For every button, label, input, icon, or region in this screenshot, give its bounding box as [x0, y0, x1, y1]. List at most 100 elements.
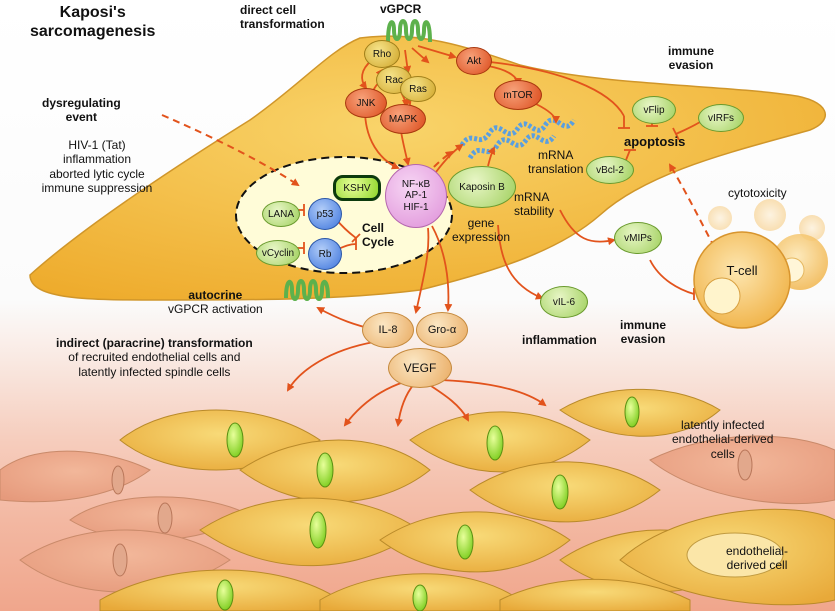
stability-line1: mRNA — [514, 190, 550, 204]
spindle-cell — [559, 388, 721, 437]
spindle-cells-layer — [0, 388, 835, 611]
rac-label: Rac — [385, 74, 403, 86]
mrna-translation-label: mRNA translation — [528, 148, 583, 177]
immune-top-line1: immune — [668, 44, 715, 58]
autocrine-label: autocrine vGPCR activation — [168, 288, 263, 317]
p53-label: p53 — [316, 208, 334, 220]
endo-line2: derived cell — [726, 558, 788, 573]
cause-item: immune suppression — [41, 181, 153, 196]
vcyclin-label: vCyclin — [261, 247, 295, 259]
virfs-node: vIRFs — [698, 104, 744, 132]
vflip-node: vFlip — [632, 96, 676, 124]
indirect-line3: latently infected spindle cells — [78, 364, 231, 379]
title-line2: sarcomagenesis — [30, 23, 156, 41]
p53-node: p53 — [308, 198, 342, 230]
spindle-cell — [0, 450, 151, 503]
dysregulating-event-label: dysregulating event — [42, 96, 121, 125]
ras-label: Ras — [409, 83, 427, 95]
mapk-node: MAPK — [380, 104, 426, 134]
rb-label: Rb — [318, 248, 332, 260]
rb-node: Rb — [308, 238, 342, 270]
autocrine-line1: autocrine — [188, 288, 243, 302]
causes-list: HIV-1 (Tat) inflammation aborted lytic c… — [22, 138, 172, 196]
il8-label: IL-8 — [378, 324, 398, 336]
vbcl2-node: vBcl-2 — [586, 156, 634, 184]
direct-line1: direct cell — [240, 3, 297, 17]
ras-node: Ras — [400, 76, 436, 102]
endothelial-derived-cell — [619, 508, 835, 606]
spindle-cell — [469, 461, 661, 523]
mrna-coil — [467, 133, 557, 160]
vcyclin-node: vCyclin — [256, 240, 300, 266]
hif1-label: HIF-1 — [403, 201, 429, 213]
indirect-line2: of recruited endothelial cells and — [68, 350, 241, 365]
immune-bottom-line1: immune — [620, 318, 667, 332]
immune-top-line2: evasion — [668, 58, 714, 73]
rho-label: Rho — [372, 48, 392, 60]
vegf-label: VEGF — [403, 361, 437, 375]
inflammation-label: inflammation — [522, 333, 597, 347]
cell-cycle-line2: Cycle — [362, 235, 395, 250]
kaposin-b-label: Kaposin B — [459, 181, 505, 193]
cause-item: aborted lytic cycle — [49, 166, 145, 181]
t-cell-label-wrap: T-cell — [712, 258, 772, 282]
mtor-node: mTOR — [494, 80, 542, 110]
vmips-label: vMIPs — [624, 232, 652, 244]
ap1-label: AP-1 — [404, 190, 428, 202]
t-cell — [693, 231, 791, 329]
cell-cycle-label: Cell Cycle — [362, 221, 394, 250]
latently-infected-label: latently infected endothelial-derived ce… — [672, 418, 773, 461]
gene-expression-label: gene expression — [452, 216, 510, 245]
nfkb-label: NF-κB — [401, 178, 431, 190]
spindle-cell — [239, 439, 431, 503]
latent-line1: latently infected — [681, 418, 765, 432]
stability-line2: stability — [514, 204, 555, 219]
translation-line2: translation — [528, 162, 584, 177]
kshv-label: KSHV — [343, 182, 371, 194]
autocrine-line2: vGPCR activation — [168, 302, 263, 317]
t-cell-label: T-cell — [726, 262, 758, 278]
cytotoxicity-label: cytotoxicity — [728, 186, 787, 200]
vil6-node: vIL-6 — [540, 286, 588, 318]
gro-alpha-label: Gro-α — [427, 324, 457, 336]
vflip-label: vFlip — [643, 104, 665, 116]
nfkb-ap1-hif1-node: NF-κB AP-1 HIF-1 — [385, 164, 447, 228]
mtor-label: mTOR — [503, 89, 533, 101]
vil6-label: vIL-6 — [552, 296, 576, 308]
cause-item: HIV-1 (Tat) — [68, 138, 126, 152]
latent-line3: cells — [710, 446, 735, 461]
vbcl2-label: vBcl-2 — [596, 164, 624, 176]
title-line1: Kaposi's — [59, 4, 126, 21]
dysreg-line2: event — [65, 110, 98, 125]
gro-alpha-node: Gro-α — [416, 312, 468, 348]
vgpcr-receptor-top — [386, 19, 432, 43]
translation-line1: mRNA — [538, 148, 574, 162]
spindle-cell — [499, 578, 691, 611]
latent-line2: endothelial-derived — [672, 432, 774, 447]
dysreg-line1: dysregulating — [42, 96, 121, 110]
cause-item: inflammation — [62, 152, 132, 167]
vgpcr-receptor-autocrine — [284, 279, 330, 301]
vegf-node: VEGF — [388, 348, 452, 388]
kaposin-b-node: Kaposin B — [448, 166, 516, 208]
akt-label: Akt — [466, 55, 482, 67]
indirect-transformation-label: indirect (paracrine) transformation of r… — [56, 336, 253, 379]
akt-node: Akt — [456, 47, 492, 75]
gene-line2: expression — [452, 230, 511, 245]
endo-line1: endothelial- — [726, 544, 789, 558]
il8-node: IL-8 — [362, 312, 414, 348]
spindle-cell — [649, 435, 835, 505]
lana-node: LANA — [262, 201, 300, 227]
immune-bottom-line2: evasion — [620, 332, 666, 347]
virfs-label: vIRFs — [707, 112, 735, 124]
endothelial-derived-label: endothelial- derived cell — [726, 544, 788, 573]
direct-transformation-label: direct cell transformation — [240, 3, 325, 32]
vmips-node: vMIPs — [614, 222, 662, 254]
mrna-stability-label: mRNA stability — [514, 190, 554, 219]
kshv-node: KSHV — [333, 175, 381, 201]
spindle-cell — [199, 497, 421, 567]
vgpcr-label: vGPCR — [380, 2, 422, 16]
lana-label: LANA — [267, 208, 295, 220]
jnk-node: JNK — [345, 88, 387, 118]
